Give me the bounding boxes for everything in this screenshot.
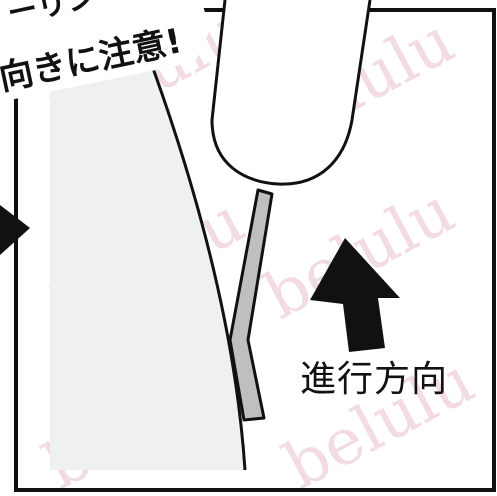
finger [210,0,372,186]
direction-label: 進行方向 [300,359,449,400]
left-arrow-partial [0,205,30,255]
surface-edge [148,59,247,471]
surface-left [50,60,245,470]
caption-banner: ーリン 向きに注意! [0,0,210,102]
hair-strand [228,188,274,422]
direction-arrow [310,238,400,352]
